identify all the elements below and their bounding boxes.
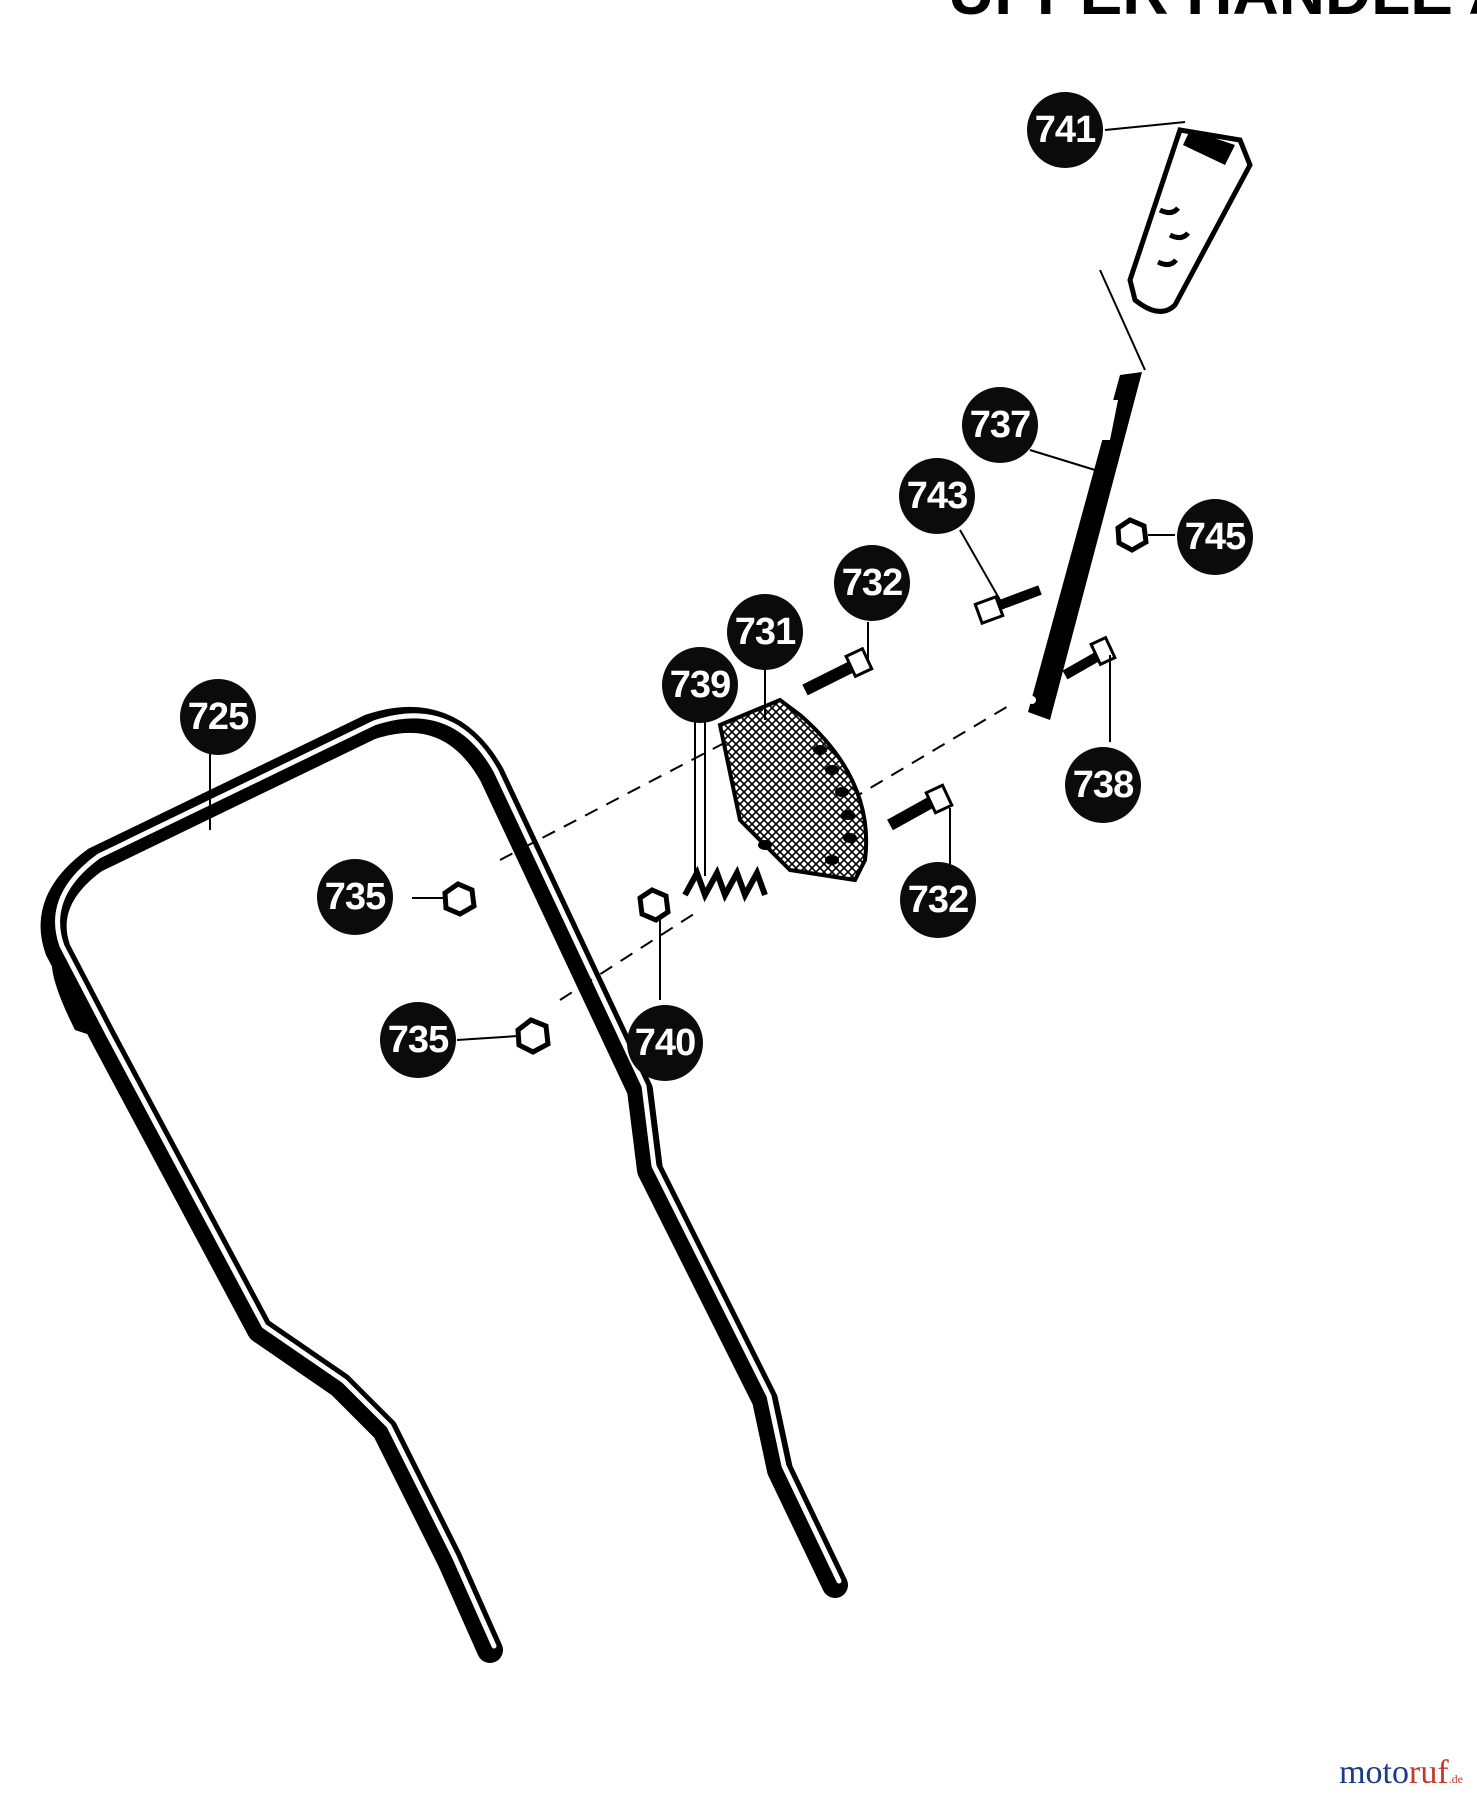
upper-handle-725 <box>40 706 848 1663</box>
callout-741-label: 741 <box>1035 109 1096 151</box>
watermark-prefix: moto <box>1339 1754 1410 1791</box>
callout-731: 731 <box>727 594 803 670</box>
nut-745 <box>1115 517 1149 553</box>
callout-725: 725 <box>180 679 256 755</box>
callout-739-label: 739 <box>670 664 730 706</box>
callout-741: 741 <box>1027 92 1103 168</box>
callout-743: 743 <box>899 458 975 534</box>
nut-740 <box>637 887 671 923</box>
callout-735-upper-label: 735 <box>325 876 386 918</box>
callout-735-lower-label: 735 <box>388 1019 449 1061</box>
callout-732-lower-label: 732 <box>908 879 968 921</box>
callout-740-label: 740 <box>635 1022 695 1064</box>
callout-735-lower: 735 <box>380 1002 456 1078</box>
shift-rod-737 <box>1028 372 1142 720</box>
callout-732-upper: 732 <box>834 545 910 621</box>
watermark-accent: ruf <box>1409 1754 1449 1791</box>
callout-737: 737 <box>962 387 1038 463</box>
diagram-title: UPPER HANDLE AS <box>948 0 1477 28</box>
callout-745-label: 745 <box>1185 516 1246 558</box>
callout-738: 738 <box>1065 747 1141 823</box>
bolt-743 <box>973 585 1042 626</box>
callout-743-label: 743 <box>907 475 967 517</box>
callout-732-upper-label: 732 <box>842 562 902 604</box>
callout-725-label: 725 <box>188 696 249 738</box>
callout-735-upper: 735 <box>317 859 393 935</box>
callout-731-label: 731 <box>735 611 796 653</box>
callout-732-lower: 732 <box>900 862 976 938</box>
bracket-plate-731 <box>717 697 869 883</box>
spring-739 <box>682 865 768 903</box>
grip-741 <box>1127 127 1253 314</box>
watermark-logo: motoruf.de <box>1339 1754 1463 1792</box>
callout-738-label: 738 <box>1073 764 1133 806</box>
bolt-738 <box>1062 635 1117 680</box>
callout-737-label: 737 <box>970 404 1030 446</box>
bolt-732-lower <box>887 783 954 831</box>
watermark-suffix: .de <box>1448 1772 1463 1786</box>
callout-740: 740 <box>627 1005 703 1081</box>
bolt-732-upper <box>802 646 874 696</box>
callout-745: 745 <box>1177 499 1253 575</box>
callout-739: 739 <box>662 647 738 723</box>
nut-735-upper <box>442 881 477 917</box>
nut-735-lower <box>515 1017 551 1055</box>
